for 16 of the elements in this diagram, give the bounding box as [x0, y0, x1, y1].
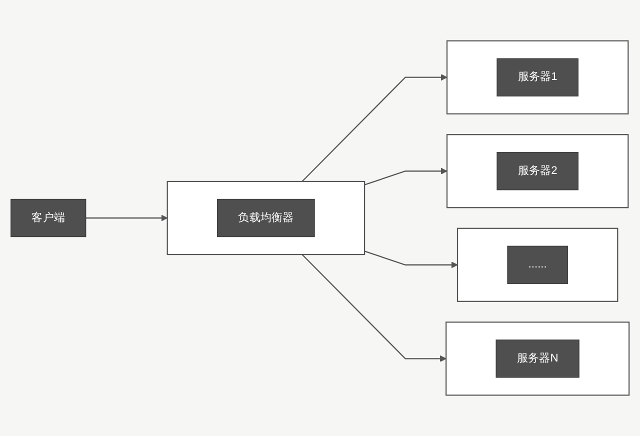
- node-box: 服务器1: [496, 58, 578, 96]
- node-box: 负载均衡器: [217, 198, 315, 238]
- cluster: [446, 134, 629, 208]
- arrow: [364, 250, 458, 268]
- arrow: [302, 74, 448, 182]
- arrow: [86, 214, 168, 222]
- node-box: 客户端: [10, 198, 86, 238]
- arrow: [364, 168, 448, 186]
- cluster: [166, 180, 366, 256]
- node-box: ......: [507, 246, 568, 284]
- node-box: 服务器N: [496, 340, 580, 378]
- cluster: [446, 40, 629, 114]
- node-box: 服务器2: [496, 152, 578, 190]
- cluster: [456, 228, 618, 302]
- arrow: [302, 254, 446, 362]
- cluster: [446, 322, 630, 396]
